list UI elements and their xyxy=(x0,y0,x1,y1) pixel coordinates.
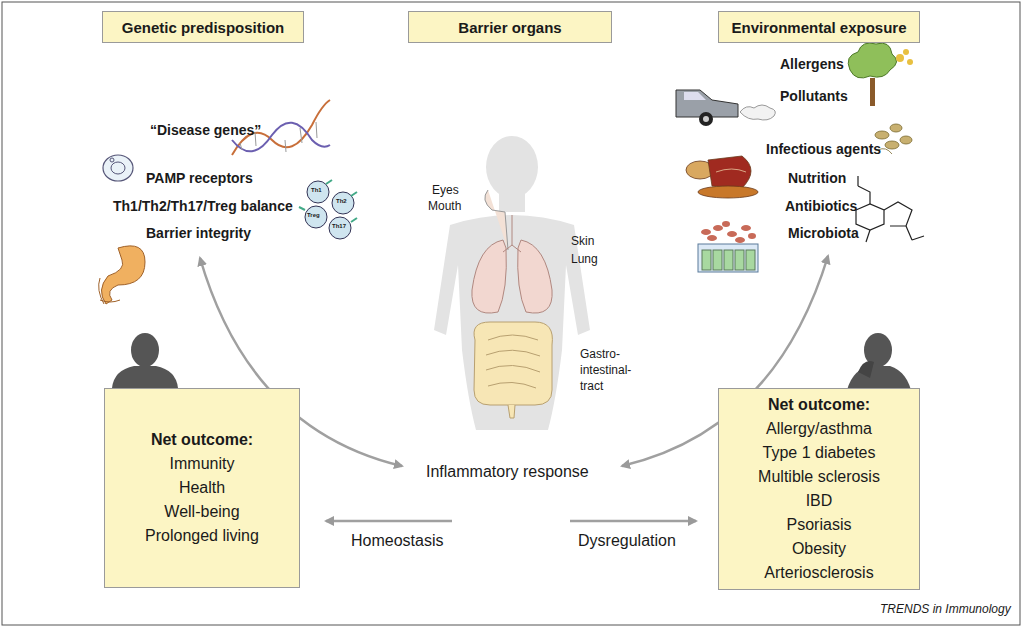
cell-label: Treg xyxy=(307,212,320,218)
stomach-icon xyxy=(99,246,145,304)
body-silhouette xyxy=(434,136,590,430)
intestines xyxy=(474,322,552,418)
box-item: Arteriosclerosis xyxy=(764,561,873,585)
organ-label: Gastro- intestinal- tract xyxy=(580,346,644,394)
organ-label: Skin xyxy=(571,234,594,248)
cell-label: Th1 xyxy=(311,187,322,193)
antibiotic-structure xyxy=(856,176,924,242)
box-heading: Barrier organs xyxy=(458,19,561,36)
header-box: Genetic predisposition xyxy=(102,11,304,43)
header-box: Barrier organs xyxy=(408,11,612,43)
factor-label: Barrier integrity xyxy=(146,225,251,241)
exposure-label: Pollutants xyxy=(780,88,848,104)
header-box: Environmental exposure xyxy=(718,11,920,43)
exposure-label: Allergens xyxy=(780,56,844,72)
cell-label: Th2 xyxy=(336,198,347,204)
exposure-label: Antibiotics xyxy=(785,198,857,214)
box-item: Allergy/asthma xyxy=(766,417,872,441)
exposure-label: Infectious agents xyxy=(766,141,881,157)
box-heading: Genetic predisposition xyxy=(122,19,285,36)
pamp-cell-icon xyxy=(103,155,133,181)
exposure-label: Microbiota xyxy=(788,225,859,241)
food-icon xyxy=(686,156,758,198)
factor-label: “Disease genes” xyxy=(150,122,261,138)
exposure-label: Nutrition xyxy=(788,170,846,186)
outcome-box: Net outcome:ImmunityHealthWell-beingProl… xyxy=(104,388,300,588)
box-item: Well-being xyxy=(164,500,239,524)
box-heading: Net outcome: xyxy=(768,393,870,417)
box-item: Psoriasis xyxy=(787,513,852,537)
car-icon xyxy=(676,90,775,126)
box-item: Health xyxy=(179,476,225,500)
journal-watermark: TRENDS in Immunology xyxy=(880,602,1011,616)
box-item: Type 1 diabetes xyxy=(763,441,876,465)
arrow-label: Homeostasis xyxy=(351,532,443,550)
tree-icon xyxy=(848,43,913,106)
cell-label: Th17 xyxy=(332,223,346,229)
outcome-box: Net outcome:Allergy/asthmaType 1 diabete… xyxy=(718,388,920,590)
box-item: Obesity xyxy=(792,537,846,561)
arrow-label: Dysregulation xyxy=(578,532,676,550)
box-heading: Environmental exposure xyxy=(731,19,906,36)
factor-label: PAMP receptors xyxy=(146,170,253,186)
box-heading: Net outcome: xyxy=(151,428,253,452)
organ-label: Eyes xyxy=(432,183,459,197)
box-item: IBD xyxy=(806,489,833,513)
factor-label: Th1/Th2/Th17/Treg balance xyxy=(113,198,293,214)
organ-label: Lung xyxy=(571,252,598,266)
box-item: Immunity xyxy=(170,452,235,476)
center-label: Inflammatory response xyxy=(426,463,589,481)
organ-label: Mouth xyxy=(428,199,461,213)
t-cell-icons xyxy=(299,180,357,239)
microbiota-icon xyxy=(698,221,758,272)
box-item: Prolonged living xyxy=(145,524,259,548)
lungs xyxy=(472,215,552,313)
box-item: Multible sclerosis xyxy=(758,465,880,489)
